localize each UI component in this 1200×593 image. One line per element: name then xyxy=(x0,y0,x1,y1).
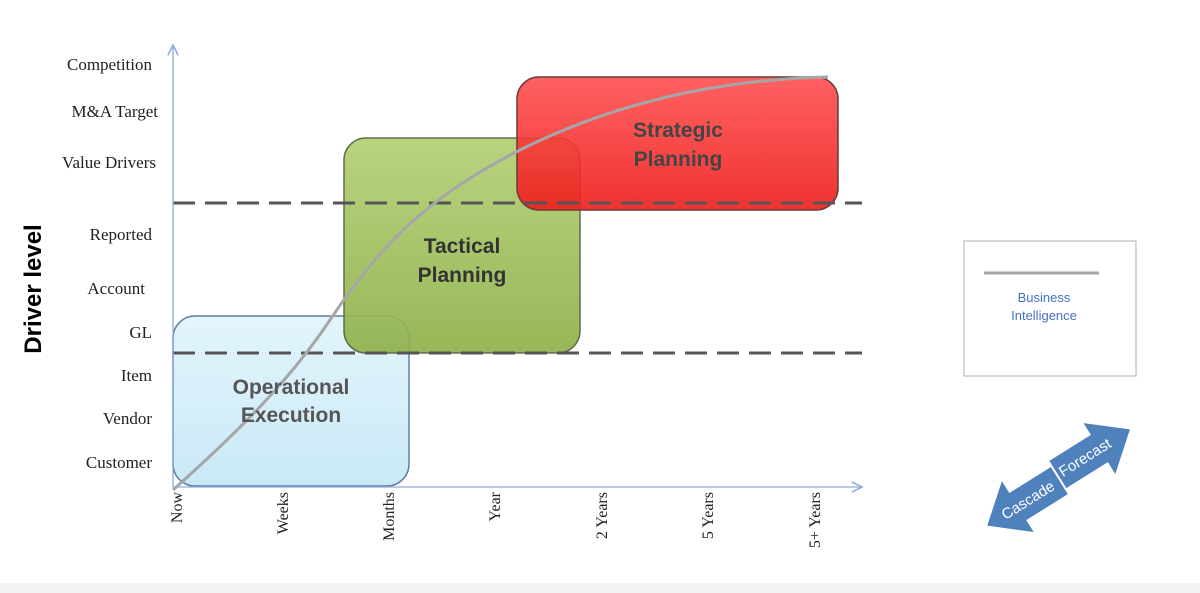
cascade-arrow-icon xyxy=(987,466,1069,533)
y-level-account: Account xyxy=(87,279,145,298)
forecast-arrow-icon xyxy=(1048,423,1130,489)
x-axis-labels: Now Weeks Months Year 2 Years 5 Years 5+… xyxy=(169,491,824,548)
cascade-forecast-arrows: Forecast Cascade xyxy=(987,423,1130,533)
x-tick-2-years: 2 Years xyxy=(594,492,611,539)
legend-label-line1: Business xyxy=(1018,290,1071,305)
x-tick-now: Now xyxy=(169,492,186,524)
y-level-ma-target: M&A Target xyxy=(72,102,159,121)
x-tick-year: Year xyxy=(487,491,504,521)
bottom-band xyxy=(0,583,1200,593)
operational-label-line1: Operational xyxy=(233,376,350,399)
y-level-item: Item xyxy=(121,366,152,385)
operational-label-line2: Execution xyxy=(241,404,341,427)
x-tick-months: Months xyxy=(381,492,398,541)
x-tick-5plus-years: 5+ Years xyxy=(807,492,824,548)
y-axis-title: Driver level xyxy=(20,224,47,353)
strategic-label-line2: Planning xyxy=(634,148,723,171)
y-level-customer: Customer xyxy=(86,453,152,472)
y-level-gl: GL xyxy=(129,323,152,342)
y-level-vendor: Vendor xyxy=(103,409,152,428)
strategic-planning-box xyxy=(516,76,839,211)
tactical-label-line1: Tactical xyxy=(424,235,501,258)
tactical-label-line2: Planning xyxy=(418,264,507,287)
legend-label-line2: Intelligence xyxy=(1011,308,1077,323)
y-level-value-drivers: Value Drivers xyxy=(62,153,156,172)
strategic-label-line1: Strategic xyxy=(633,119,723,142)
x-tick-5-years: 5 Years xyxy=(700,492,717,539)
y-level-competition: Competition xyxy=(67,55,153,74)
maturity-curve xyxy=(171,75,829,492)
legend-box: Business Intelligence xyxy=(963,240,1137,377)
y-axis-labels: Customer Vendor Item GL Account Reported… xyxy=(62,55,158,472)
y-level-reported: Reported xyxy=(90,225,153,244)
x-tick-weeks: Weeks xyxy=(275,492,292,534)
